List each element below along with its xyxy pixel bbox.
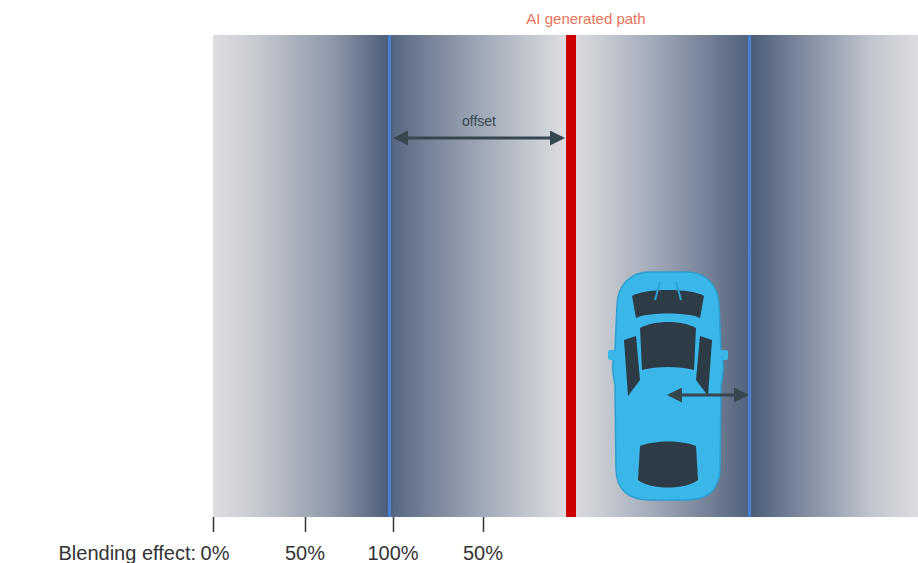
axis-title: Blending effect: — [58, 542, 196, 563]
lateral-arrow — [670, 394, 746, 397]
offset-line — [388, 35, 391, 517]
road-gradient — [213, 35, 918, 517]
offset-label: offset — [462, 113, 496, 129]
axis-ticks — [214, 517, 484, 532]
path-label: AI generated path — [526, 10, 645, 27]
car — [608, 272, 728, 500]
offset-arrow — [396, 137, 562, 140]
axis-value: 50% — [285, 542, 325, 563]
axis-value: 50% — [463, 542, 503, 563]
axis-value: 100% — [367, 542, 418, 563]
axis-value: 0% — [201, 542, 230, 563]
offset-line — [748, 35, 751, 517]
ai-path-line — [566, 35, 576, 517]
